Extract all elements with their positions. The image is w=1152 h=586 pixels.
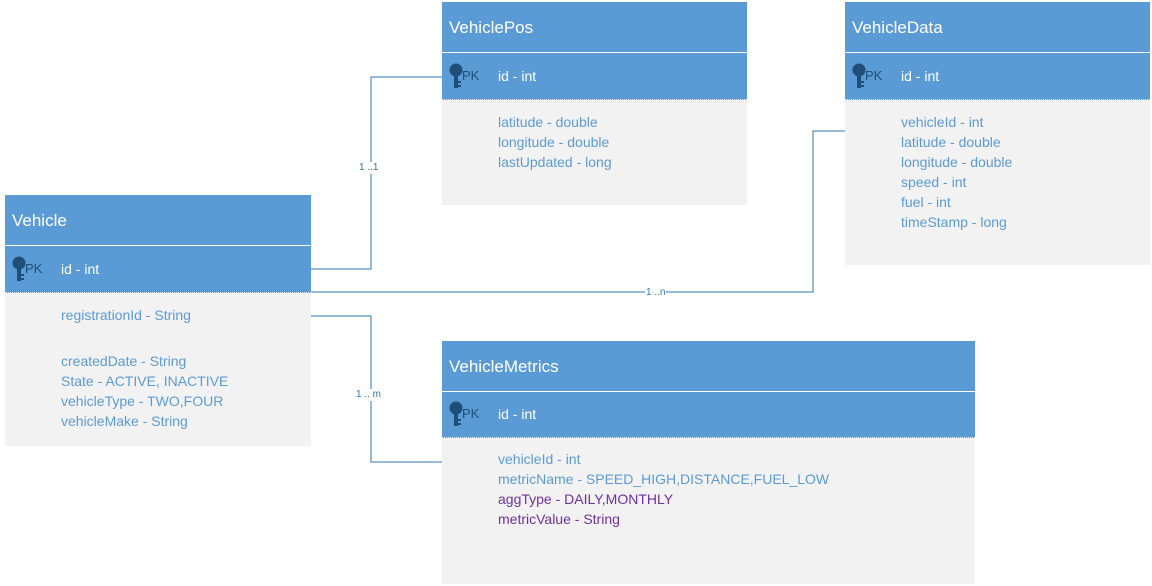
entity-title-vehicledata: VehicleData: [852, 18, 943, 37]
entity-body-vehiclepos: latitude - double longitude - double las…: [442, 100, 747, 205]
key-icon: [449, 63, 463, 88]
pk-field-vehicle: id - int: [61, 261, 100, 277]
entity-header-vehicle: Vehicle: [5, 195, 311, 246]
pk-label: PK: [462, 68, 480, 83]
field-vehicleid: vehicleId - int: [901, 114, 984, 130]
field-longitude: longitude - double: [901, 154, 1013, 170]
relationship-label-vehiclepos: 1 ..1: [358, 162, 380, 174]
relationship-label-vehiclemetrics: 1 .. m: [355, 389, 383, 401]
pk-row-vehicle: PK id - int: [5, 246, 311, 293]
pk-label: PK: [25, 261, 43, 276]
key-icon: [12, 256, 26, 281]
entity-header-vehiclepos: VehiclePos: [442, 2, 747, 53]
field-lastupdated: lastUpdated - long: [498, 154, 612, 170]
entity-title-vehiclemetrics: VehicleMetrics: [449, 357, 559, 376]
pk-row-vehiclepos: PK id - int: [442, 53, 747, 100]
field-aggtype: aggType - DAILY,MONTHLY: [498, 491, 674, 507]
pk-row-vehicledata: PK id - int: [845, 53, 1150, 100]
field-registrationid: registrationId - String: [61, 307, 191, 323]
field-latitude: latitude - double: [498, 114, 598, 130]
pk-field-vehicledata: id - int: [901, 68, 940, 84]
field-latitude: latitude - double: [901, 134, 1001, 150]
entity-vehicledata[interactable]: VehicleData PK id - int vehicleId - int …: [845, 2, 1150, 265]
entity-vehiclemetrics[interactable]: VehicleMetrics PK id - int vehicleId - i…: [442, 341, 975, 584]
entity-body-vehiclemetrics: vehicleId - int metricName - SPEED_HIGH,…: [442, 438, 975, 584]
entity-vehiclepos[interactable]: VehiclePos PK id - int latitude - double…: [442, 2, 747, 205]
entity-title-vehiclepos: VehiclePos: [449, 18, 534, 37]
field-fuel: fuel - int: [901, 194, 951, 210]
pk-field-vehiclepos: id - int: [498, 68, 537, 84]
field-state: State - ACTIVE, INACTIVE: [61, 373, 229, 389]
field-vehiclemake: vehicleMake - String: [61, 413, 188, 429]
field-createddate: createdDate - String: [61, 353, 187, 369]
pk-row-vehiclemetrics: PK id - int: [442, 392, 975, 438]
field-vehicleid: vehicleId - int: [498, 451, 581, 467]
field-metricvalue: metricValue - String: [498, 511, 620, 527]
field-metricname: metricName - SPEED_HIGH,DISTANCE,FUEL_LO…: [498, 471, 830, 487]
entity-header-vehicledata: VehicleData: [845, 2, 1150, 53]
key-icon: [852, 63, 866, 88]
pk-label: PK: [462, 406, 480, 421]
entity-header-vehiclemetrics: VehicleMetrics: [442, 341, 975, 392]
relationship-label-vehicledata: 1 ..n: [645, 287, 667, 299]
entity-body-vehicledata: vehicleId - int latitude - double longit…: [845, 100, 1150, 265]
entity-vehicle[interactable]: Vehicle PK id - int registrationId - Str…: [5, 195, 311, 446]
pk-label: PK: [865, 68, 883, 83]
field-longitude: longitude - double: [498, 134, 610, 150]
entity-title-vehicle: Vehicle: [12, 211, 67, 230]
field-speed: speed - int: [901, 174, 967, 190]
key-icon: [449, 401, 463, 426]
pk-field-vehiclemetrics: id - int: [498, 406, 537, 422]
field-timestamp: timeStamp - long: [901, 214, 1007, 230]
field-vehicletype: vehicleType - TWO,FOUR: [61, 393, 224, 409]
entity-body-vehicle: registrationId - String createdDate - St…: [5, 293, 311, 446]
